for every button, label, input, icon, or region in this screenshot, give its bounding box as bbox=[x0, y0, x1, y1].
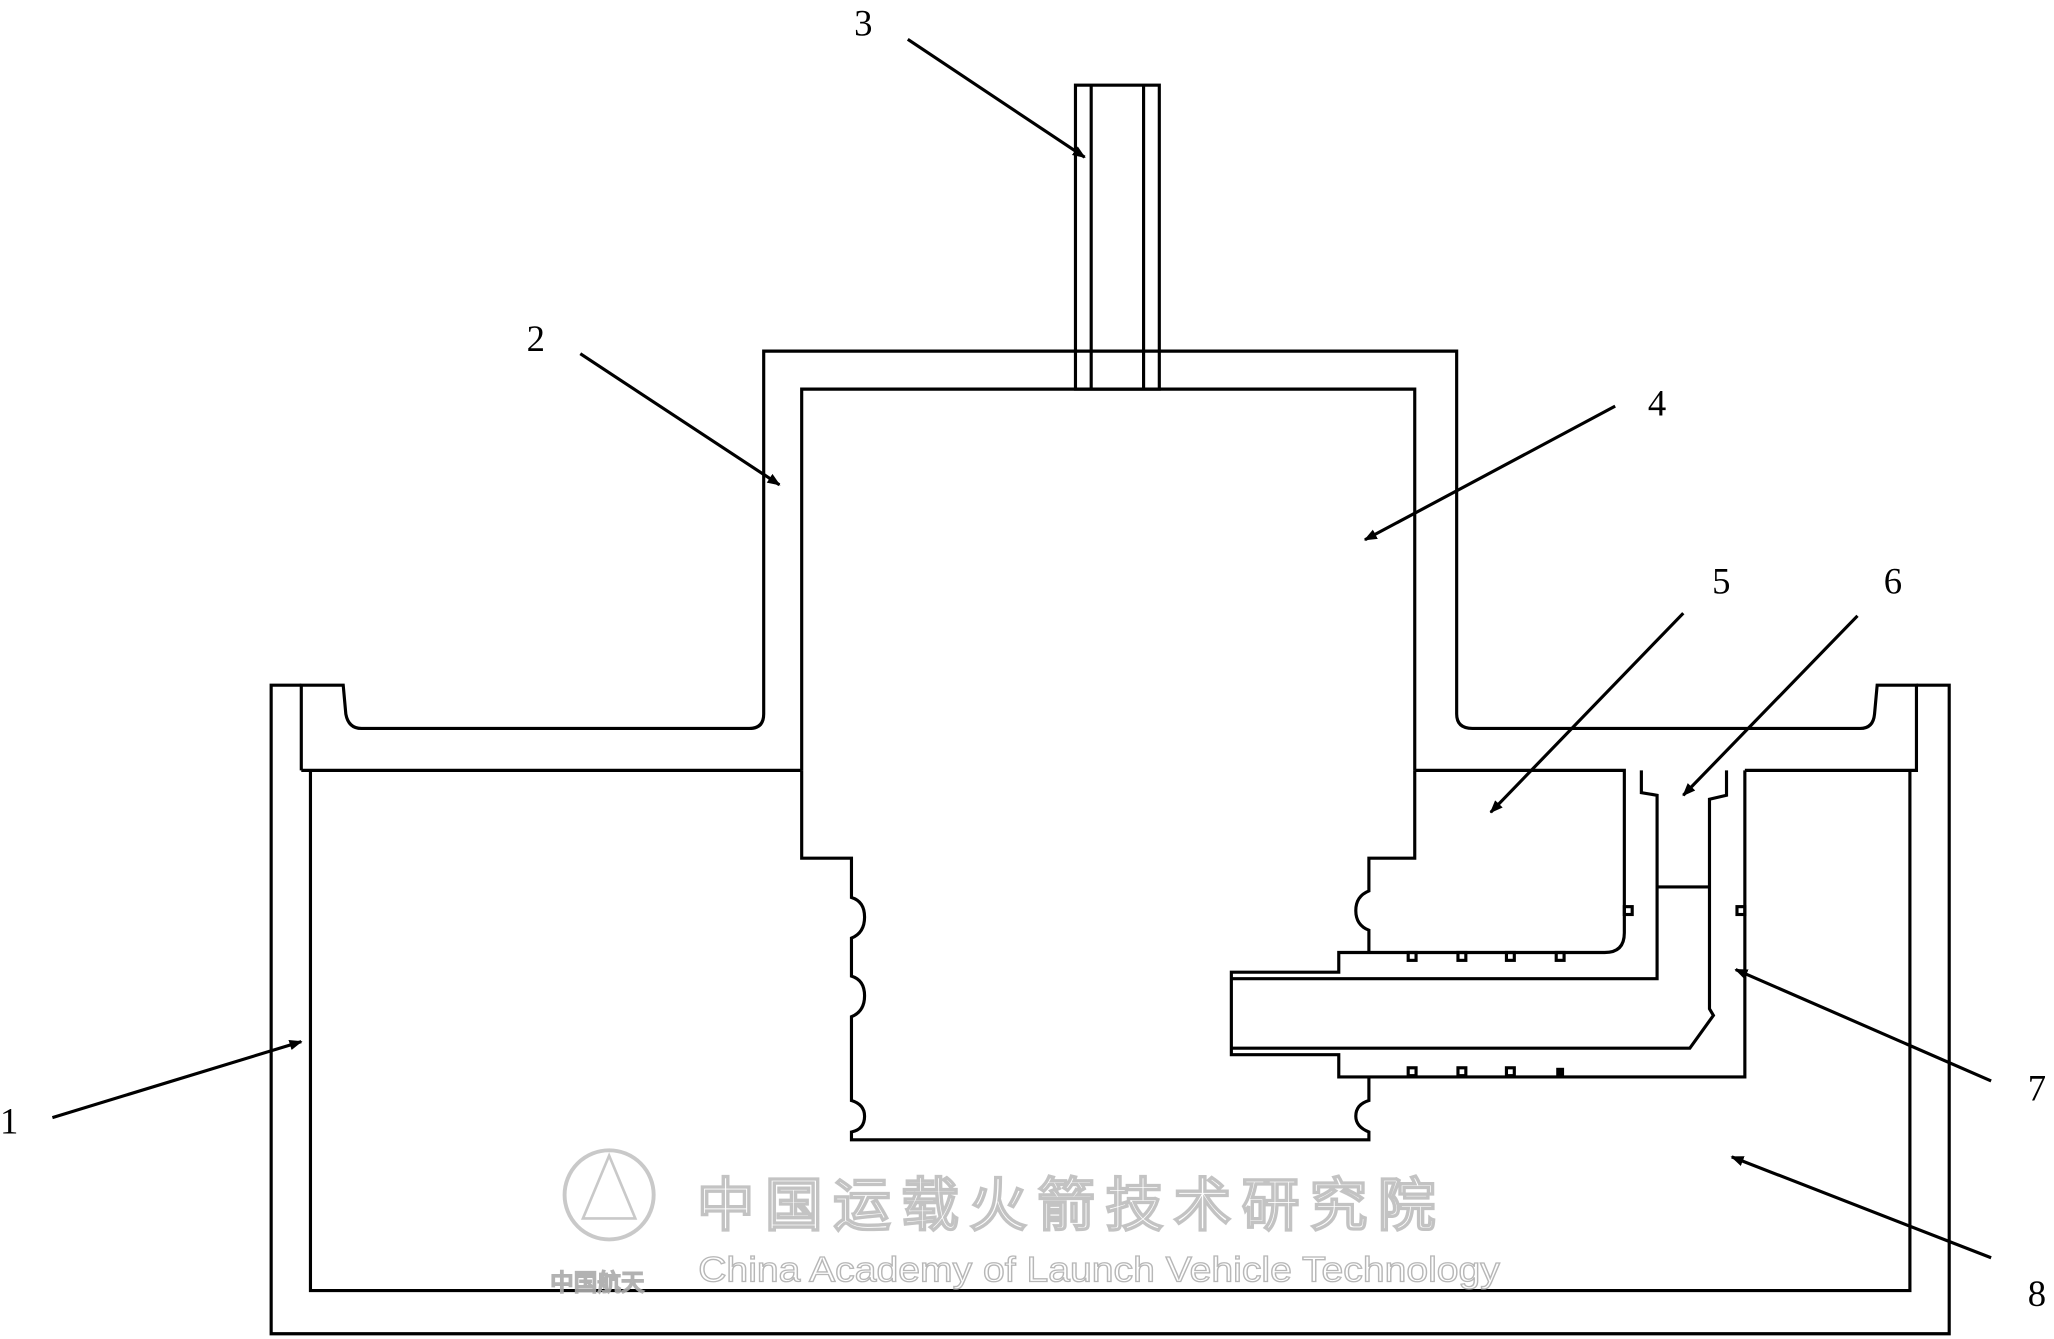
label-1: 1 bbox=[0, 1100, 18, 1141]
pipe-assembly bbox=[1229, 768, 1747, 1079]
label-2: 2 bbox=[527, 318, 545, 359]
leader-arrows bbox=[51, 37, 1992, 1260]
watermark-title-en: China Academy of Launch Vehicle Technolo… bbox=[698, 1250, 1500, 1289]
arrow-7 bbox=[1734, 968, 1992, 1083]
outer-vessel bbox=[269, 683, 1951, 1336]
top-tube bbox=[1073, 83, 1161, 391]
label-6: 6 bbox=[1884, 561, 1902, 602]
label-8: 8 bbox=[2028, 1273, 2046, 1314]
label-3: 3 bbox=[854, 2, 872, 43]
arrow-4 bbox=[1363, 404, 1616, 542]
arrow-1 bbox=[51, 1040, 303, 1120]
watermark-brand-cn: 中国航天 bbox=[550, 1269, 645, 1297]
label-4: 4 bbox=[1648, 382, 1666, 423]
label-7: 7 bbox=[2028, 1068, 2046, 1109]
arrow-3 bbox=[906, 37, 1086, 159]
watermark-title-cn: 中国运载火箭技术研究院 bbox=[697, 1171, 1446, 1239]
casc-logo-icon bbox=[562, 1148, 656, 1242]
inner-chamber bbox=[800, 387, 1417, 1142]
arrow-5 bbox=[1489, 612, 1685, 814]
lid-cover bbox=[299, 349, 1919, 772]
label-5: 5 bbox=[1712, 561, 1730, 602]
arrow-8 bbox=[1730, 1155, 1992, 1260]
watermark: 中国航天 中国运载火箭技术研究院 China Academy of Launch… bbox=[550, 1148, 1501, 1297]
arrow-6 bbox=[1682, 614, 1859, 797]
seal-rings bbox=[1406, 905, 1747, 1078]
arrow-2 bbox=[579, 352, 781, 487]
